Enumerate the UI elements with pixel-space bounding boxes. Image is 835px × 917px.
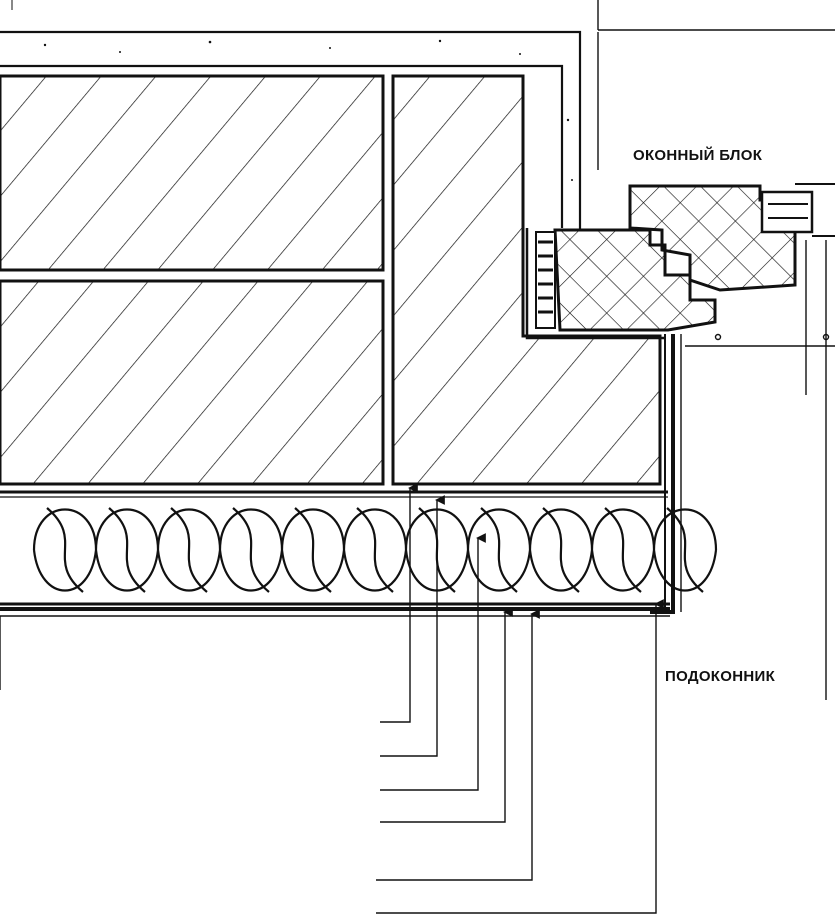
brick-reveal: [391, 74, 662, 486]
window-sash-profile: [628, 184, 797, 292]
insulation-wave: [32, 508, 718, 551]
sealant-strip: [525, 228, 665, 340]
leader-line-3: [380, 533, 486, 791]
plaster-speckles: [43, 39, 573, 181]
insulation-fiber: [480, 507, 518, 593]
insulation-fiber: [356, 507, 394, 593]
facade-lines: [597, 0, 835, 700]
leader-line-sill: [376, 599, 664, 914]
brick-upper-left: [0, 74, 385, 272]
window-block-label: ОКОННЫЙ БЛОК: [633, 147, 763, 164]
leader-lines: [376, 483, 664, 914]
leader-line-4: [380, 607, 513, 823]
leader-line-5: [376, 609, 540, 881]
insulation-fiber: [542, 507, 580, 593]
insulation-wave: [32, 549, 718, 592]
insulation-fiber: [294, 507, 332, 593]
window-sill-label: ПОДОКОННИК: [665, 668, 776, 685]
insulation-fiber: [604, 507, 642, 593]
window-sill-flashing: [650, 333, 830, 614]
glazing-bead: [760, 190, 814, 234]
insulation-fiber: [46, 507, 84, 593]
brick-wall: [0, 74, 662, 486]
leader-line-2: [380, 495, 445, 757]
window-frame: [553, 183, 835, 332]
leader-line-1: [380, 483, 418, 723]
window-frame-lower-profile: [553, 228, 717, 332]
brick-lower-left: [0, 279, 385, 486]
insulation-fiber: [170, 507, 208, 593]
insulation-layer: [0, 490, 718, 690]
insulation-fiber: [232, 507, 270, 593]
render-layer: [0, 0, 582, 230]
insulation-fiber: [108, 507, 146, 593]
insulation-fiber: [666, 507, 704, 593]
